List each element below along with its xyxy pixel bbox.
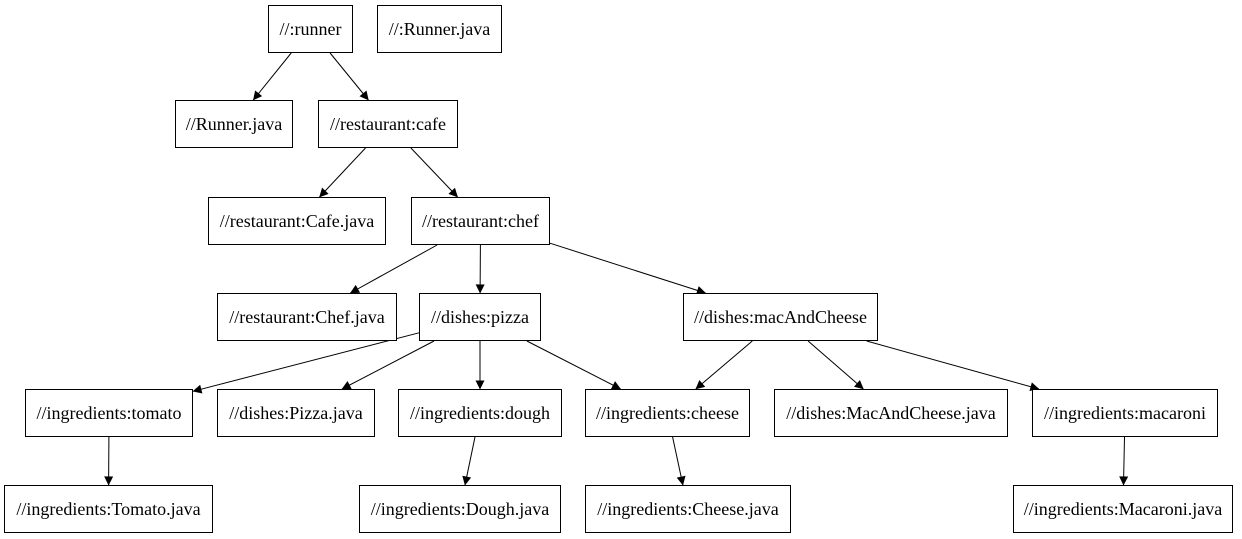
- node-runner-java: //Runner.java: [175, 100, 293, 148]
- node-runner: //:runner: [268, 5, 353, 53]
- node-mac-and-cheese-java: //dishes:MacAndCheese.java: [774, 389, 1008, 437]
- edge-runner-to-runner-java: [252, 52, 292, 101]
- node-dough: //ingredients:dough: [398, 389, 562, 437]
- edge-cafe-to-cafe-java: [319, 147, 366, 198]
- edge-pizza-to-cheese: [526, 340, 622, 390]
- node-tomato-java: //ingredients:Tomato.java: [4, 485, 213, 533]
- edge-cheese-to-cheese-java: [672, 436, 686, 486]
- node-dough-java: //ingredients:Dough.java: [359, 485, 561, 533]
- node-cafe-java: //restaurant:Cafe.java: [208, 197, 386, 245]
- node-pizza-java: //dishes:Pizza.java: [217, 389, 375, 437]
- node-cafe: //restaurant:cafe: [318, 100, 458, 148]
- edge-pizza-to-tomato: [192, 332, 420, 394]
- node-macaroni-java: //ingredients:Macaroni.java: [1013, 485, 1233, 533]
- node-tomato: //ingredients:tomato: [25, 389, 193, 437]
- node-macaroni: //ingredients:macaroni: [1032, 389, 1218, 437]
- node-cheese: //ingredients:cheese: [585, 389, 750, 437]
- edge-cafe-to-chef: [410, 147, 458, 198]
- edge-mac-and-cheese-to-macaroni: [866, 340, 1040, 392]
- edge-pizza-to-pizza-java: [341, 340, 435, 390]
- edge-chef-to-mac-and-cheese: [549, 242, 706, 295]
- node-root-runner-java: //:Runner.java: [377, 5, 502, 53]
- node-chef-java: //restaurant:Chef.java: [217, 293, 397, 341]
- node-pizza: //dishes:pizza: [419, 293, 541, 341]
- edge-mac-and-cheese-to-mac-and-cheese-java: [807, 340, 864, 390]
- edge-chef-to-chef-java: [350, 244, 438, 294]
- edge-dough-to-dough-java: [462, 436, 476, 486]
- node-cheese-java: //ingredients:Cheese.java: [585, 485, 791, 533]
- edge-mac-and-cheese-to-cheese: [695, 340, 753, 390]
- node-chef: //restaurant:chef: [411, 197, 550, 245]
- edge-macaroni-to-macaroni-java: [1119, 436, 1129, 486]
- node-mac-and-cheese: //dishes:macAndCheese: [683, 293, 878, 341]
- edge-runner-to-cafe: [329, 52, 369, 101]
